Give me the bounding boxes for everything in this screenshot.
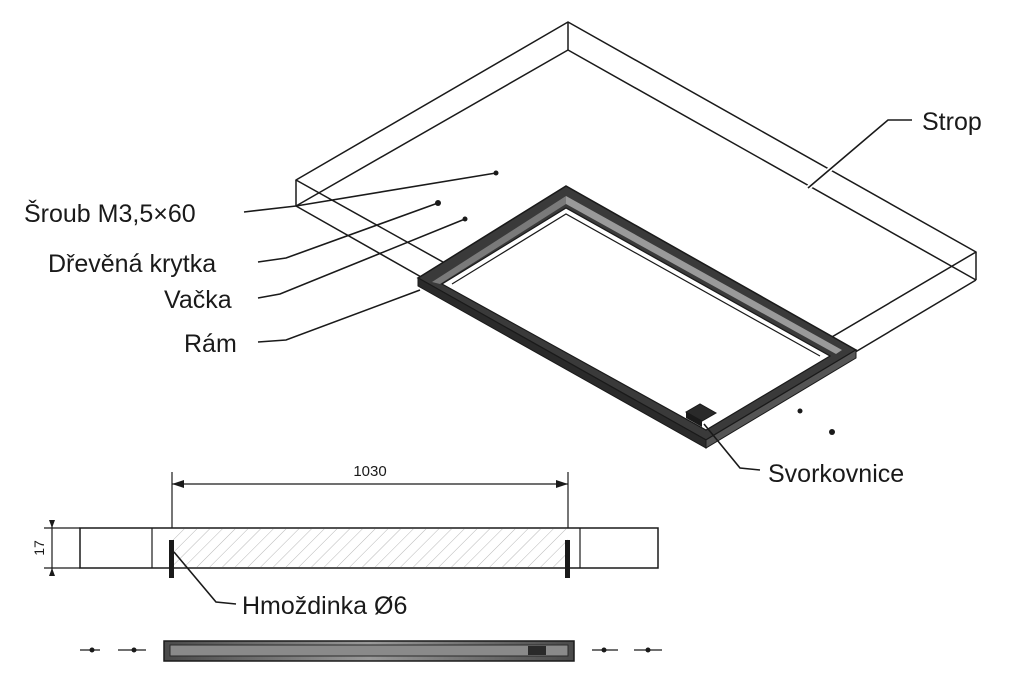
label-ram: Rám bbox=[184, 330, 237, 358]
dimension-thickness: 17 bbox=[31, 540, 47, 556]
label-vacka: Vačka bbox=[164, 286, 232, 314]
label-hmozdinka: Hmoždinka Ø6 bbox=[242, 592, 407, 620]
callout-labels: Strop Šroub M3,5×60 Dřevěná krytka Vačka… bbox=[24, 108, 982, 488]
dimension-width: 1030 bbox=[353, 463, 386, 480]
label-svorkovnice: Svorkovnice bbox=[768, 460, 904, 488]
frame bbox=[416, 185, 858, 449]
label-sroub: Šroub M3,5×60 bbox=[24, 199, 196, 228]
profile-view bbox=[80, 640, 662, 662]
section-view: 1030 17 Hmoždinka Ø6 bbox=[31, 463, 659, 620]
terminal-block-icon bbox=[684, 403, 718, 427]
label-krytka: Dřevěná krytka bbox=[48, 250, 216, 278]
leader-lines bbox=[243, 117, 912, 471]
label-strop: Strop bbox=[922, 108, 982, 136]
